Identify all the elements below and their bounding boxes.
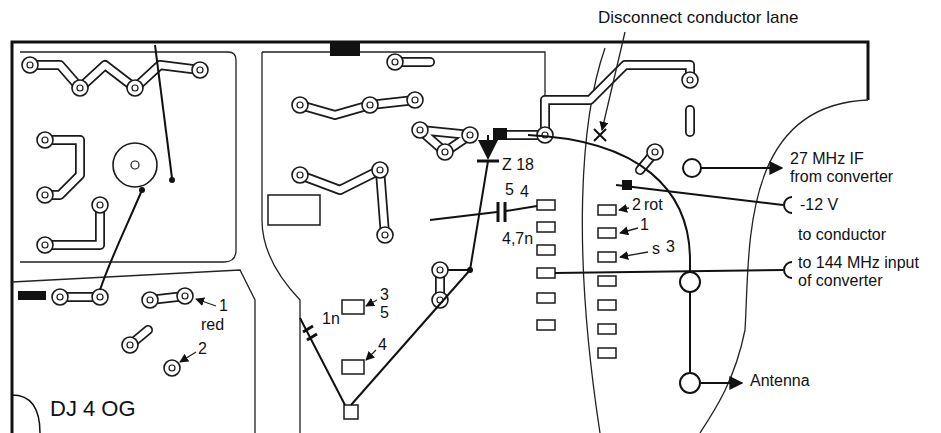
pin-number: 3 xyxy=(666,238,675,256)
pin-number: 2 xyxy=(632,196,641,214)
voltage-label: -12 V xyxy=(800,196,838,214)
board-outline xyxy=(12,42,868,433)
pin-number: 1 xyxy=(219,297,228,315)
pin-number: 5 xyxy=(380,304,389,322)
signal-label: to 144 MHz input of converter xyxy=(798,254,926,291)
pin-number: 1 xyxy=(640,216,649,234)
diode-symbol xyxy=(478,140,498,160)
solder-pads xyxy=(22,54,698,376)
capacitor-symbol xyxy=(303,326,317,340)
wire-color: red xyxy=(201,316,224,334)
part-name: Z 18 xyxy=(502,156,534,174)
capacitor-symbol xyxy=(498,202,505,222)
capacitor-value: 1n xyxy=(322,310,340,328)
pin-number: 4 xyxy=(520,183,529,201)
pin-number: 4 xyxy=(378,336,387,354)
pin-number: 5 xyxy=(505,181,514,199)
callsign-label: DJ 4 OG xyxy=(50,396,136,421)
component-footprints xyxy=(268,195,616,419)
wire-color: rot xyxy=(644,196,663,214)
wire-color: s xyxy=(652,240,660,258)
note-label: Disconnect conductor lane xyxy=(598,8,798,28)
callout-arrows xyxy=(180,208,648,362)
copper-traces xyxy=(18,42,690,345)
pin-number: 3 xyxy=(380,286,389,304)
signal-label: Antenna xyxy=(750,372,810,390)
signal-label: 27 MHz IF from converter xyxy=(790,150,896,187)
pin-number: 2 xyxy=(198,340,207,358)
capacitor-value: 4,7n xyxy=(502,230,533,248)
added-wiring xyxy=(100,32,792,405)
signal-label: to conductor xyxy=(798,226,886,244)
